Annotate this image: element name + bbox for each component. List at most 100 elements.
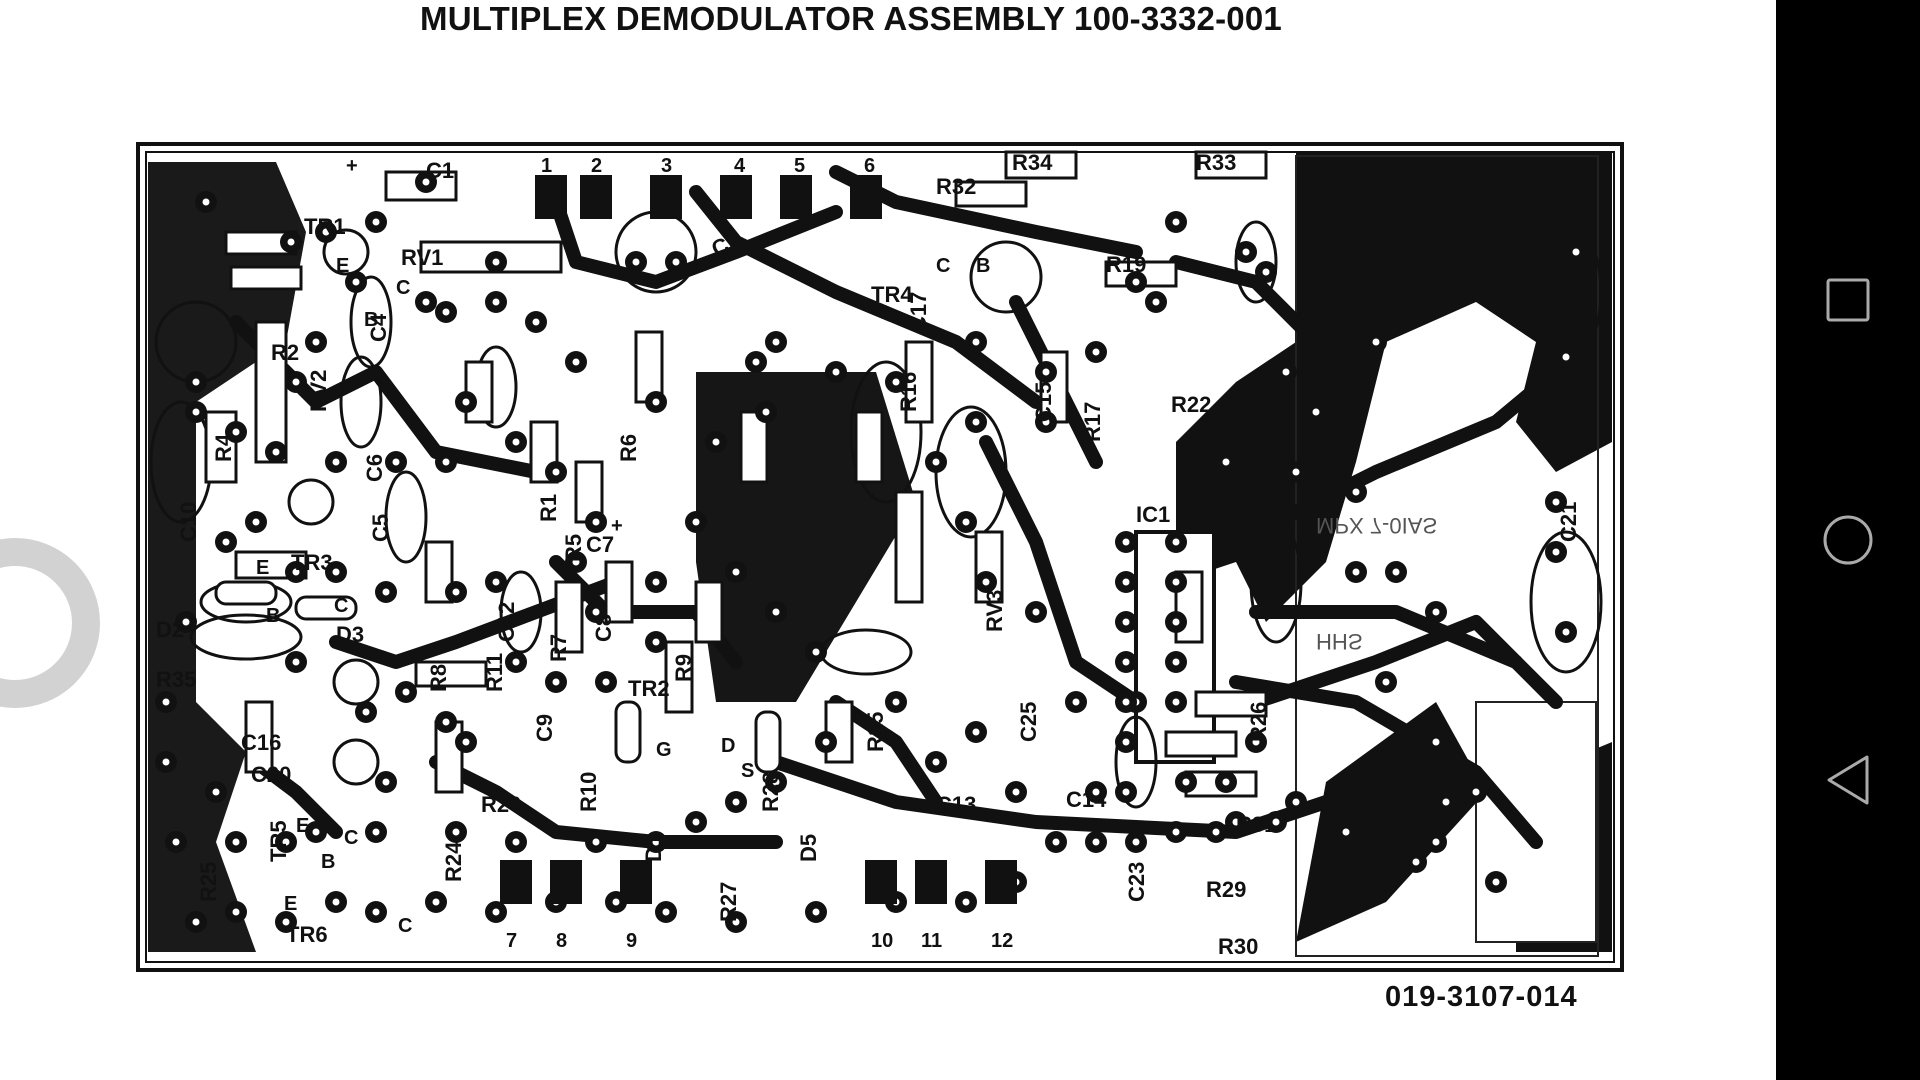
label-r8: R8 — [426, 664, 451, 692]
label-rv3: RV3 — [982, 590, 1007, 632]
pin-letter: G — [656, 739, 672, 761]
part-number: 019-3107-014 — [1385, 981, 1578, 1013]
label-c5: C5 — [368, 514, 393, 542]
connector-pin-pad — [650, 175, 682, 219]
label-c9: C9 — [532, 714, 557, 742]
label-d5: D5 — [796, 834, 821, 862]
connector-pin-pad — [915, 860, 947, 904]
recent-apps-button[interactable] — [1776, 240, 1920, 360]
label-d2: D2 — [156, 617, 184, 642]
pin-letter: + — [346, 155, 358, 177]
label-c23: C23 — [1124, 862, 1149, 902]
pin-label-2: 2 — [591, 155, 602, 177]
home-icon — [1823, 515, 1873, 565]
label-tr6: TR6 — [286, 922, 328, 947]
pin-letter: B — [976, 255, 990, 277]
label-c7: C7 — [586, 532, 614, 557]
pin-letter: D — [721, 735, 735, 757]
connector-pin-pad — [580, 175, 612, 219]
pin-letter: E — [284, 893, 297, 915]
label-tr3: TR3 — [291, 550, 333, 575]
connector-pin-pad — [780, 175, 812, 219]
label-tr1: TR1 — [304, 214, 346, 239]
label-r17: R17 — [1080, 402, 1105, 442]
label-c1: C1 — [426, 158, 454, 183]
label-c14: C14 — [1066, 787, 1107, 812]
ground-plane-left — [148, 162, 306, 952]
label-r11: R11 — [482, 653, 507, 692]
ground-plane-right-top — [1176, 152, 1612, 622]
android-navigation-bar — [1776, 0, 1920, 1080]
label-r15: R15 — [863, 712, 888, 752]
pin-letter: C — [334, 595, 348, 617]
label-r35: R35 — [156, 667, 196, 692]
label-c17: C17 — [906, 292, 931, 332]
connector-pin-pad — [850, 175, 882, 219]
connector-pin-pad — [550, 860, 582, 904]
connector-pin-pad — [620, 860, 652, 904]
pin-label-9: 9 — [626, 930, 637, 952]
label-rv2: RV2 — [306, 370, 331, 412]
pin-letter: S — [741, 760, 754, 782]
scroll-handle[interactable] — [0, 538, 100, 708]
pin-label-7: 7 — [506, 930, 517, 952]
label-tr2: TR2 — [628, 676, 670, 701]
pin-label-10: 10 — [871, 930, 893, 952]
label-r31: R31 — [1236, 812, 1276, 837]
pcb-layout-svg: 123456789101112C1C2C4C5C6C7C8C9C10C12C13… — [136, 142, 1624, 972]
diodes — [214, 580, 782, 774]
label-r26: R26 — [1246, 702, 1271, 742]
recent-apps-icon — [1826, 278, 1870, 322]
pin-label-6: 6 — [864, 155, 875, 177]
label-c4: C4 — [366, 313, 391, 342]
pin-label-1: 1 — [541, 155, 552, 177]
label-c12: C12 — [494, 602, 519, 642]
label-c20: C20 — [251, 762, 291, 787]
label-r28: R28 — [758, 772, 783, 812]
label-r25: R25 — [196, 862, 221, 902]
connector-pin-pad — [500, 860, 532, 904]
document-viewer[interactable]: MULTIPLEX DEMODULATOR ASSEMBLY 100-3332-… — [0, 0, 1776, 1080]
pin-label-11: 11 — [921, 930, 942, 952]
label-r20: R20 — [481, 792, 521, 817]
label-r16: R16 — [896, 372, 921, 412]
label-tr5: TR5 — [266, 820, 291, 862]
pin-letter: C — [344, 827, 358, 849]
label-r10: R10 — [576, 772, 601, 812]
connector-pin-pad — [985, 860, 1017, 904]
pin-letter: E — [296, 815, 309, 837]
label-r29: R29 — [1206, 877, 1246, 902]
label-r2: R2 — [271, 340, 299, 365]
svg-text:HHS: HHS — [1316, 629, 1362, 654]
label-c16: C16 — [241, 730, 281, 755]
pin-label-4: 4 — [734, 155, 746, 177]
solder-pads — [155, 171, 1587, 933]
pin-letter: C — [936, 255, 950, 277]
connector-pin-pad — [535, 175, 567, 219]
label-r9: R9 — [671, 654, 696, 682]
pin-label-3: 3 — [661, 155, 672, 177]
label-r22: R22 — [1171, 392, 1211, 417]
label-c10: C10 — [176, 502, 201, 542]
back-button[interactable] — [1776, 720, 1920, 840]
label-rv1: RV1 — [401, 245, 443, 270]
label-c6: C6 — [362, 454, 387, 482]
pin-letter: B — [266, 605, 280, 627]
page-title: MULTIPLEX DEMODULATOR ASSEMBLY 100-3332-… — [420, 0, 1282, 37]
pin-letter: B — [321, 851, 335, 873]
label-r5: R5 — [561, 534, 586, 562]
home-button[interactable] — [1776, 480, 1920, 600]
mirrored-markings: MPX 7-0IAS HHS — [1316, 513, 1437, 654]
label-r19: R19 — [1106, 252, 1146, 277]
label-r33: R33 — [1196, 150, 1236, 175]
label-r7: R7 — [546, 634, 571, 662]
svg-text:MPX 7-0IAS: MPX 7-0IAS — [1316, 513, 1437, 538]
pin-label-8: 8 — [556, 930, 567, 952]
pin-letter: + — [611, 515, 623, 537]
label-r6: R6 — [616, 434, 641, 462]
label-c21: C21 — [1556, 502, 1581, 542]
connector-pin-pad — [865, 860, 897, 904]
label-r30: R30 — [1218, 934, 1258, 959]
